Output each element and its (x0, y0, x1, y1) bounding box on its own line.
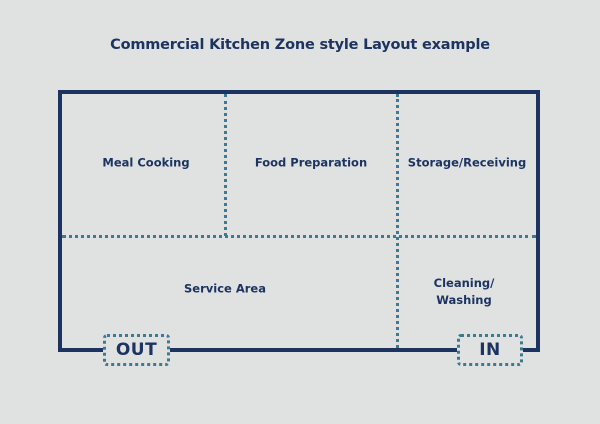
door-out: OUT (103, 334, 170, 366)
zone-service-area: Service Area (184, 281, 266, 296)
partition-horizontal (62, 235, 536, 238)
zone-storage-receiving: Storage/Receiving (407, 155, 527, 170)
zone-meal-cooking: Meal Cooking (102, 155, 190, 170)
diagram-title: Commercial Kitchen Zone style Layout exa… (110, 37, 490, 53)
door-in: IN (457, 334, 523, 366)
partition-cooking-preparation (224, 94, 227, 236)
kitchen-outline (58, 90, 540, 352)
partition-preparation-storage (396, 94, 399, 348)
zone-food-preparation: Food Preparation (254, 155, 368, 170)
zone-cleaning-washing: Cleaning/ Washing (433, 276, 495, 307)
